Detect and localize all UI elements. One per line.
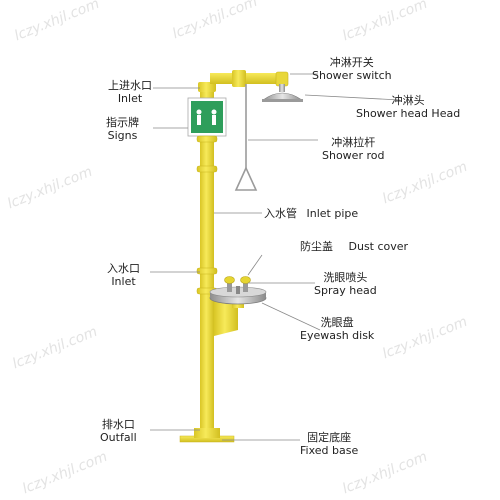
label-shower-rod: 冲淋拉杆 Shower rod xyxy=(322,136,384,162)
label-outfall: 排水口 Outfall xyxy=(100,418,137,444)
label-en: Inlet xyxy=(111,275,136,288)
label-zh: 指示牌 xyxy=(106,116,139,129)
label-inlet-side: 入水口 Inlet xyxy=(107,262,140,288)
label-zh: 入水口 xyxy=(107,262,140,275)
label-zh: 排水口 xyxy=(101,418,135,431)
label-en: Inlet pipe xyxy=(306,207,359,220)
label-en: Spray head xyxy=(314,284,377,297)
label-en: Shower switch xyxy=(312,69,392,82)
label-zh: 入水管 xyxy=(264,207,297,220)
label-eyewash-disk: 洗眼盘 Eyewash disk xyxy=(300,316,374,342)
label-zh: 冲淋头 xyxy=(391,94,425,107)
label-en: Shower rod xyxy=(322,149,385,162)
top-cap xyxy=(198,82,216,92)
label-inlet-top: 上进水口 Inlet xyxy=(108,79,152,105)
shower-switch-valve xyxy=(275,71,289,87)
arm-elbow xyxy=(232,70,246,87)
label-en: Fixed base xyxy=(300,444,359,457)
dust-cover xyxy=(224,276,235,284)
pull-triangle xyxy=(234,166,258,191)
label-zh: 洗眼喷头 xyxy=(323,271,368,284)
label-zh: 上进水口 xyxy=(108,79,152,92)
label-zh: 洗眼盘 xyxy=(320,316,354,329)
shower-head xyxy=(262,92,303,101)
label-inlet-pipe: 入水管 Inlet pipe xyxy=(264,207,358,220)
label-spray-head: 洗眼喷头 Spray head xyxy=(314,271,377,297)
label-en: Eyewash disk xyxy=(300,329,375,342)
label-fixed-base: 固定底座 Fixed base xyxy=(300,431,358,457)
pipe-joint xyxy=(196,267,218,275)
label-en: Dust cover xyxy=(348,240,409,253)
label-zh: 冲淋拉杆 xyxy=(331,136,376,149)
label-en: Shower head Head xyxy=(356,107,461,120)
dust-cover xyxy=(240,276,251,284)
label-zh: 固定底座 xyxy=(307,431,352,444)
label-zh: 防尘盖 xyxy=(300,240,333,253)
shower-drop xyxy=(279,84,285,92)
label-dust-cover: 防尘盖 Dust cover xyxy=(300,240,408,253)
shower-arm xyxy=(210,73,288,84)
label-shower-head: 冲淋头 Shower head Head xyxy=(356,94,460,120)
main-pipe xyxy=(200,88,214,438)
label-zh: 冲淋开关 xyxy=(329,56,374,69)
pipe-joint xyxy=(196,165,218,173)
label-en: Signs xyxy=(107,129,138,142)
label-en: Outfall xyxy=(100,431,137,444)
label-signs: 指示牌 Signs xyxy=(106,116,139,142)
eyewash-push-handle xyxy=(236,286,240,294)
label-en: Inlet xyxy=(117,92,143,105)
eyewash-branch xyxy=(214,300,238,336)
leader-lines xyxy=(150,73,401,441)
label-shower-switch: 冲淋开关 Shower switch xyxy=(312,56,392,82)
pipe-joint xyxy=(196,135,218,143)
